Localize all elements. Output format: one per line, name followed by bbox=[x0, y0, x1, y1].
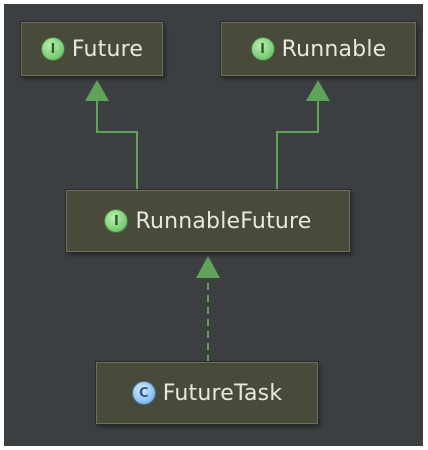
node-runnable-future[interactable]: I RunnableFuture bbox=[66, 190, 350, 252]
arrowhead-runnablefuture-icon bbox=[196, 256, 220, 278]
node-label-runnable-future: RunnableFuture bbox=[135, 208, 312, 234]
node-label-future: Future bbox=[71, 36, 144, 62]
interface-badge-icon: I bbox=[250, 37, 275, 61]
node-label-future-task: FutureTask bbox=[162, 380, 283, 406]
node-runnable[interactable]: I Runnable bbox=[221, 22, 416, 76]
class-badge-icon: C bbox=[131, 381, 156, 405]
interface-badge-icon: I bbox=[104, 209, 129, 233]
node-label-runnable: Runnable bbox=[281, 36, 387, 62]
node-future-task[interactable]: C FutureTask bbox=[96, 362, 318, 424]
arrowhead-runnable-icon bbox=[306, 80, 330, 101]
arrowhead-future-icon bbox=[85, 80, 109, 101]
node-future[interactable]: I Future bbox=[21, 22, 163, 76]
interface-badge-icon: I bbox=[40, 37, 65, 61]
edge-runnablefuture-to-runnable bbox=[276, 100, 319, 190]
edge-runnablefuture-to-future bbox=[96, 100, 138, 190]
